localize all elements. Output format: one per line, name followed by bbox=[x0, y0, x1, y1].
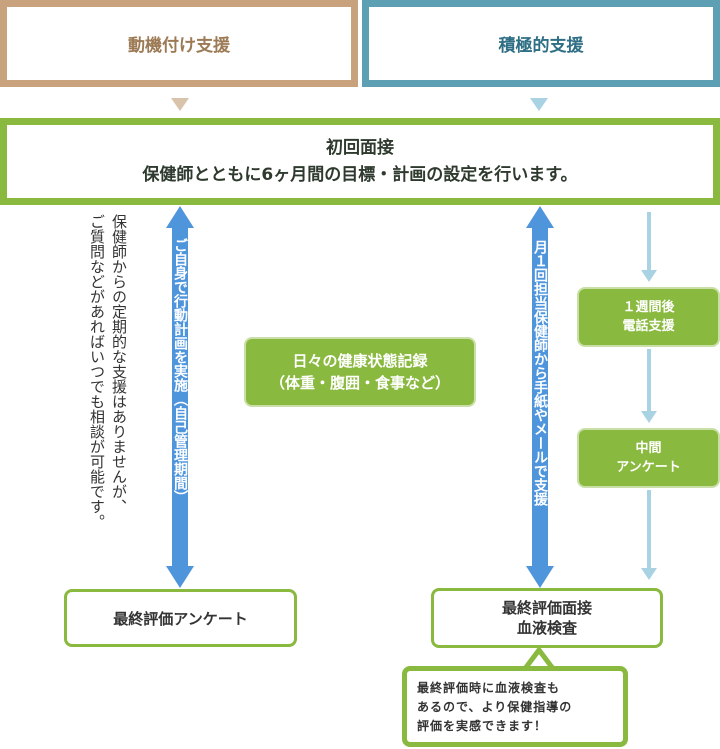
right-arrow-head-down bbox=[526, 566, 554, 588]
down-triangle-icon bbox=[530, 98, 548, 111]
final-interview-label: 最終評価面接 bbox=[501, 599, 592, 617]
midterm-label: 中間 bbox=[635, 441, 662, 456]
self-management-label: ご自身で行動計画を実施（自己管理期間） bbox=[170, 238, 190, 573]
monthly-support-text: 月１回担当保健師から手紙やメールで支援 bbox=[532, 240, 548, 506]
step-arrow-2-shaft bbox=[647, 349, 651, 413]
right-step-arrows bbox=[641, 212, 657, 580]
callout-line2: あるので、より保健指導の bbox=[417, 700, 573, 714]
left-support-note: 保健師からの定期的な支援はありませんが、 ご質問などがあればいつでも相談が可能で… bbox=[86, 214, 130, 584]
motivation-support-label: 動機付け支援 bbox=[128, 36, 230, 56]
callout-line3: 評価を実感できます！ bbox=[417, 719, 548, 733]
left-arrow-shaft bbox=[172, 226, 188, 574]
active-support-label: 積極的支援 bbox=[498, 36, 584, 56]
left-arrow-head-down bbox=[166, 566, 194, 588]
left-double-arrow bbox=[166, 206, 194, 588]
initial-interview-title: 初回面接 bbox=[326, 137, 394, 158]
phone-support-label: 電話支援 bbox=[622, 319, 675, 334]
step-arrow-3-head bbox=[641, 568, 657, 580]
step-arrow-2-head bbox=[641, 411, 657, 423]
left-support-note-line1: 保健師からの定期的な支援はありませんが、 bbox=[110, 214, 128, 514]
initial-interview-description: 保健師とともに6ヶ月間の目標・計画の設定を行います。 bbox=[142, 164, 578, 185]
daily-health-record-detail: （体重・腹囲・食事など） bbox=[269, 374, 450, 392]
final-interview-box: 最終評価面接 血液検査 bbox=[431, 588, 663, 648]
motivation-support-header: 動機付け支援 bbox=[0, 0, 358, 87]
midterm-survey-box: 中間 アンケート bbox=[577, 428, 720, 488]
down-triangle-icon bbox=[171, 98, 189, 111]
active-support-header: 積極的支援 bbox=[362, 0, 720, 87]
blood-test-label: 血液検査 bbox=[516, 619, 577, 637]
self-management-text: ご自身で行動計画を実施（自己管理期間） bbox=[172, 238, 188, 504]
monthly-support-label: 月１回担当保健師から手紙やメールで支援 bbox=[530, 240, 550, 575]
step-arrow-3-shaft bbox=[647, 490, 651, 570]
one-week-call-box: １週間後 電話支援 bbox=[577, 287, 720, 347]
right-arrow-head-up bbox=[526, 206, 554, 228]
callout-line1: 最終評価時に血液検査も bbox=[417, 681, 561, 695]
daily-health-record-box: 日々の健康状態記録 （体重・腹囲・食事など） bbox=[244, 337, 476, 407]
survey-label: アンケート bbox=[616, 460, 681, 475]
one-week-label: １週間後 bbox=[622, 300, 675, 315]
step-arrow-1-head bbox=[641, 270, 657, 282]
initial-interview-box: 初回面接 保健師とともに6ヶ月間の目標・計画の設定を行います。 bbox=[0, 118, 720, 205]
right-arrow-shaft bbox=[532, 226, 548, 574]
left-arrow-head-up bbox=[166, 206, 194, 228]
step-arrow-1-shaft bbox=[647, 212, 651, 272]
left-support-note-line2: ご質問などがあればいつでも相談が可能です。 bbox=[88, 214, 106, 529]
daily-health-record-title: 日々の健康状態記録 bbox=[292, 352, 428, 370]
blood-test-callout: 最終評価時に血液検査も あるので、より保健指導の 評価を実感できます！ bbox=[402, 666, 628, 747]
final-survey-label: 最終評価アンケート bbox=[113, 609, 248, 628]
right-double-arrow bbox=[526, 206, 554, 588]
final-survey-box: 最終評価アンケート bbox=[64, 589, 297, 647]
